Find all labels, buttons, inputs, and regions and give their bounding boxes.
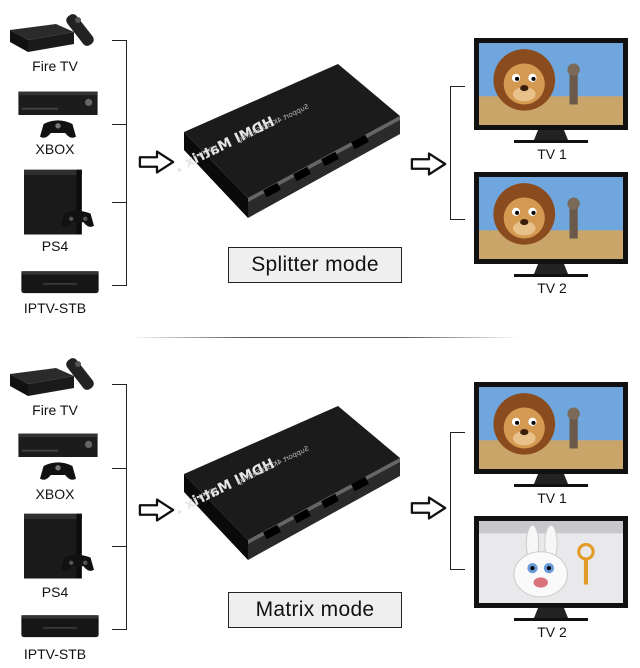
source-label-iptv-stb: IPTV-STB bbox=[23, 300, 87, 316]
input-arrow-icon bbox=[138, 498, 176, 522]
xbox-icon bbox=[8, 88, 108, 142]
xbox-icon bbox=[8, 430, 108, 484]
source-label-fire-tv: Fire TV bbox=[32, 58, 78, 74]
tv-1-screen bbox=[474, 382, 628, 487]
hdmi-matrix-device: HDMI Matrix 2x2 Support 4K 3D Setting HD… bbox=[178, 64, 400, 218]
tv-1-screen bbox=[474, 38, 628, 143]
source-bracket bbox=[112, 384, 127, 630]
source-label-xbox: XBOX bbox=[35, 486, 75, 502]
source-tick bbox=[112, 546, 126, 547]
tv-2-screen bbox=[474, 516, 628, 621]
iptv-stb-icon bbox=[18, 610, 102, 644]
tv-2-screen bbox=[474, 172, 628, 277]
iptv-stb-icon bbox=[18, 266, 102, 300]
source-label-fire-tv: Fire TV bbox=[32, 402, 78, 418]
source-tick bbox=[112, 202, 126, 203]
fire-tv-icon bbox=[8, 354, 108, 404]
hdmi-matrix-device: HDMI Matrix 2x2 Support 4K 3D Setting HD… bbox=[178, 406, 400, 560]
ps4-icon bbox=[14, 512, 104, 582]
source-label-ps4: PS4 bbox=[41, 584, 69, 600]
section-divider bbox=[130, 337, 520, 338]
source-bracket bbox=[112, 40, 127, 286]
source-tick bbox=[112, 468, 126, 469]
input-arrow-icon bbox=[138, 150, 176, 174]
output-arrow-icon bbox=[410, 496, 448, 520]
source-label-iptv-stb: IPTV-STB bbox=[23, 646, 87, 662]
tv-1-label: TV 1 bbox=[537, 146, 567, 162]
output-arrow-icon bbox=[410, 152, 448, 176]
mode-label-matrix: Matrix mode bbox=[228, 592, 402, 628]
source-tick bbox=[112, 124, 126, 125]
tv-1-label: TV 1 bbox=[537, 490, 567, 506]
output-bracket bbox=[450, 432, 465, 570]
mode-label-splitter: Splitter mode bbox=[228, 247, 402, 283]
tv-2-label: TV 2 bbox=[537, 280, 567, 296]
source-label-xbox: XBOX bbox=[35, 141, 75, 157]
output-bracket bbox=[450, 86, 465, 220]
source-label-ps4: PS4 bbox=[41, 238, 69, 254]
ps4-icon bbox=[14, 168, 104, 238]
tv-2-label: TV 2 bbox=[537, 624, 567, 640]
fire-tv-icon bbox=[8, 10, 108, 60]
